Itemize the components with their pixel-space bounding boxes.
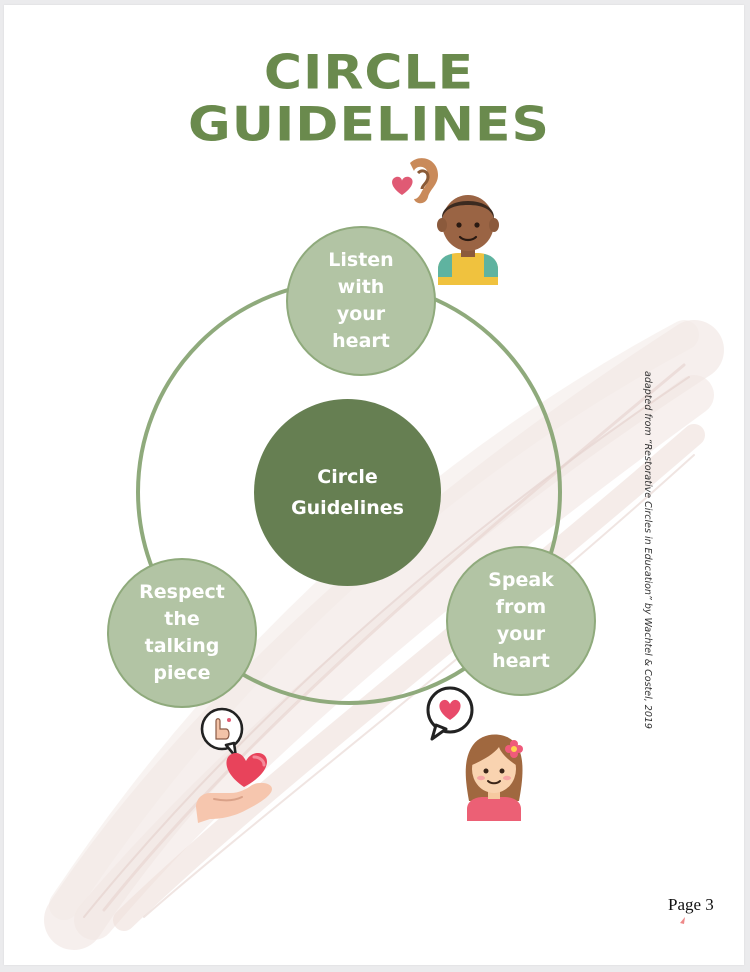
- boy-icon: [437, 195, 499, 285]
- document-page: CIRCLE GUIDELINES Circle Guidelines List…: [4, 5, 744, 965]
- node-speak-label: Speak from your heart: [488, 569, 554, 672]
- title-line-1: CIRCLE: [263, 46, 475, 101]
- center-node-label: Circle Guidelines: [291, 465, 404, 519]
- hand-heart-icon: [196, 753, 272, 823]
- background-swoosh: [44, 320, 724, 950]
- heart-speech-bubble-icon: [426, 686, 474, 741]
- ear-heart-icon: [392, 158, 438, 204]
- node-listen: Listen with your heart: [286, 226, 436, 376]
- node-respect-label: Respect the talking piece: [139, 581, 225, 684]
- page-number: Page 3: [668, 895, 714, 914]
- attribution-text: adapted from “Restorative Circles in Edu…: [642, 371, 653, 729]
- node-respect: Respect the talking piece: [107, 558, 257, 708]
- title-line-2: GUIDELINES: [188, 98, 550, 153]
- node-listen-label: Listen with your heart: [328, 249, 394, 352]
- center-node: Circle Guidelines: [254, 399, 441, 586]
- hand-speech-bubble-icon: [200, 707, 244, 759]
- node-speak: Speak from your heart: [446, 546, 596, 696]
- girl-icon: [465, 734, 523, 821]
